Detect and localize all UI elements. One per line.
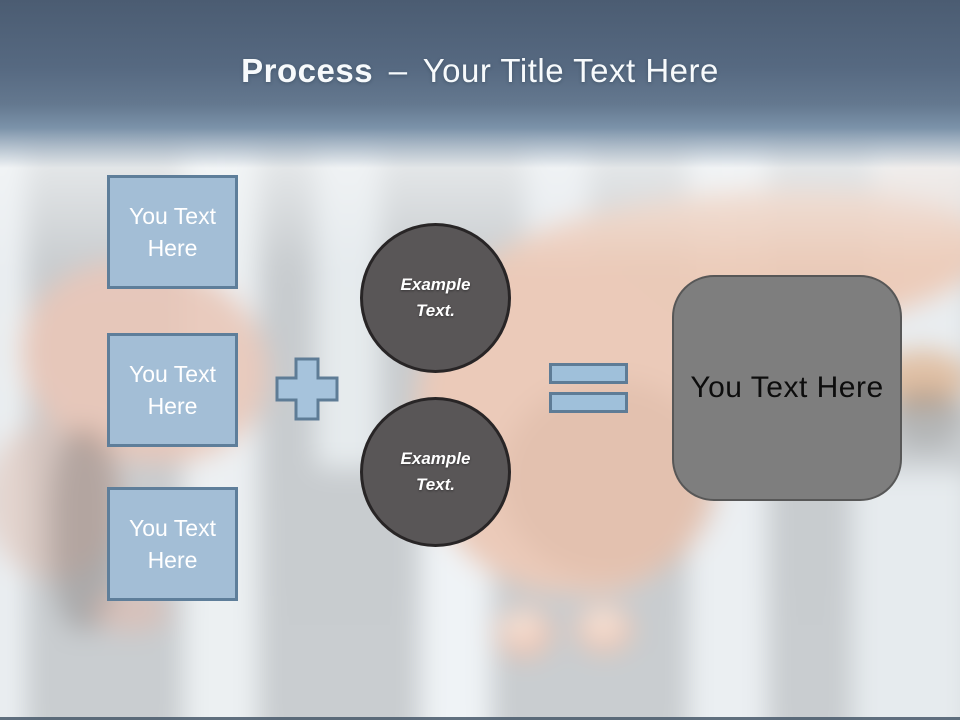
fingernail-shape (585, 610, 621, 638)
plus-icon[interactable] (275, 357, 339, 421)
equals-bar (549, 363, 628, 384)
text-placeholder-box-3[interactable]: You Text Here (107, 487, 238, 601)
text-placeholder-label: You Text Here (129, 360, 216, 419)
equals-bar (549, 392, 628, 413)
example-circle-1[interactable]: Example Text. (360, 223, 511, 373)
fingernail-shape (505, 612, 539, 642)
text-placeholder-label: You Text Here (129, 514, 216, 573)
example-circle-label: Example Text. (400, 274, 471, 320)
slide-title[interactable]: Process – Your Title Text Here (0, 52, 960, 90)
text-placeholder-box-1[interactable]: You Text Here (107, 175, 238, 289)
equals-icon[interactable] (549, 363, 628, 413)
result-box[interactable]: You Text Here (672, 275, 902, 501)
bottom-edge-line (0, 717, 960, 720)
title-keyword: Process (241, 52, 374, 89)
title-subtitle: Your Title Text Here (422, 52, 719, 89)
example-circle-2[interactable]: Example Text. (360, 397, 511, 547)
text-placeholder-box-2[interactable]: You Text Here (107, 333, 238, 447)
header-band (0, 0, 960, 168)
result-box-label: You Text Here (690, 371, 884, 404)
title-separator: – (388, 52, 408, 89)
example-circle-label: Example Text. (400, 448, 471, 494)
text-placeholder-label: You Text Here (129, 202, 216, 261)
jail-bar-shape (852, 470, 960, 720)
left-hand-lower-shape (0, 420, 125, 580)
